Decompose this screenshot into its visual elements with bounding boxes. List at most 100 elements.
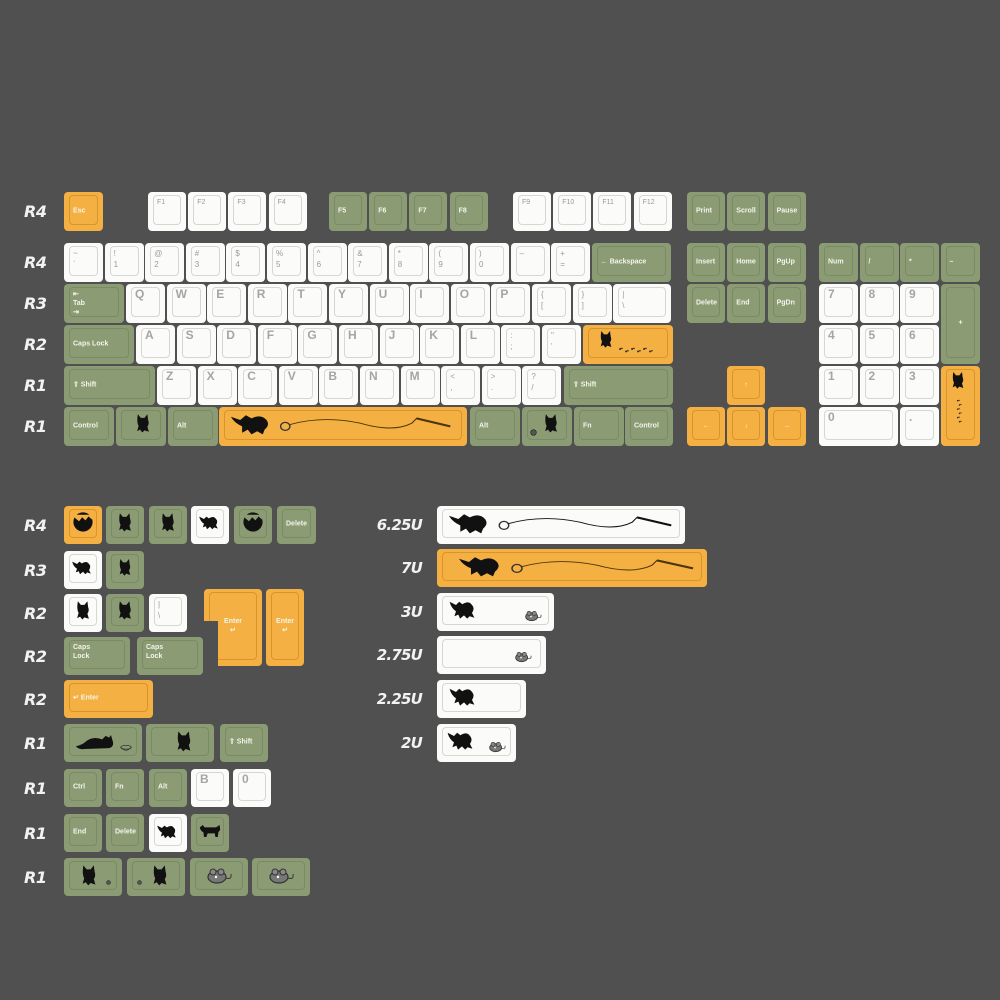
spacebar-2-25u[interactable] bbox=[437, 680, 526, 718]
key-numpad[interactable]: * bbox=[900, 243, 939, 282]
key-pgup[interactable]: PgUp bbox=[767, 243, 806, 282]
key-number[interactable]: ! 1 bbox=[104, 243, 144, 282]
key-novelty[interactable] bbox=[106, 551, 144, 589]
key-f11[interactable]: F11 bbox=[593, 192, 632, 231]
key-backspace[interactable]: ← Backspace bbox=[591, 243, 671, 282]
key-right-control[interactable]: Control bbox=[625, 407, 673, 446]
key-number[interactable]: ^ 6 bbox=[307, 243, 347, 282]
spacebar-3u[interactable] bbox=[437, 593, 554, 631]
key-f1[interactable]: F1 bbox=[148, 192, 186, 231]
key-f3[interactable]: F3 bbox=[228, 192, 267, 231]
key-numpad[interactable]: 7 bbox=[819, 284, 858, 323]
key-arrow-up[interactable]: ↑ bbox=[727, 366, 765, 405]
key-letter[interactable]: A bbox=[136, 325, 175, 364]
key-backslash[interactable]: | \ bbox=[149, 594, 187, 632]
key-f9[interactable]: F9 bbox=[513, 192, 551, 231]
key-right-alt[interactable]: Alt bbox=[470, 407, 520, 446]
key-f2[interactable]: F2 bbox=[188, 192, 227, 231]
key-tall-enter[interactable]: Enter ↵ bbox=[266, 589, 304, 666]
key-fn[interactable]: Fn bbox=[574, 407, 624, 446]
key-letter[interactable]: V bbox=[278, 366, 318, 405]
spacebar-6-25u[interactable] bbox=[437, 506, 685, 544]
key-letter[interactable]: " ' bbox=[542, 325, 581, 364]
key-numpad[interactable]: 8 bbox=[859, 284, 899, 323]
key-letter[interactable]: B bbox=[319, 366, 359, 405]
key-letter[interactable]: L bbox=[460, 325, 500, 364]
key-arrow[interactable]: ↓ bbox=[727, 407, 766, 446]
key-letter[interactable]: N bbox=[360, 366, 399, 405]
key-letter[interactable]: I bbox=[410, 284, 450, 323]
key-letter[interactable]: E bbox=[207, 284, 247, 323]
key-number[interactable]: ( 9 bbox=[429, 243, 469, 282]
key-f6[interactable]: F6 bbox=[369, 192, 408, 231]
key-numpad[interactable]: 3 bbox=[900, 366, 939, 405]
key-novelty[interactable] bbox=[149, 814, 187, 852]
key-numpad[interactable]: 5 bbox=[859, 325, 899, 364]
key-numpad-plus[interactable]: + bbox=[941, 284, 980, 364]
key-number[interactable]: – bbox=[510, 243, 550, 282]
key-scroll[interactable]: Scroll bbox=[727, 192, 766, 231]
key-letter[interactable]: ? / bbox=[522, 366, 562, 405]
key-letter[interactable]: C bbox=[238, 366, 278, 405]
key-numpad[interactable]: – bbox=[940, 243, 980, 282]
key-f4[interactable]: F4 bbox=[268, 192, 307, 231]
key-numpad[interactable]: 4 bbox=[819, 325, 858, 364]
key-pgdn[interactable]: PgDn bbox=[767, 284, 806, 323]
key-novelty[interactable] bbox=[191, 506, 229, 544]
key-caps-lock[interactable]: Caps Lock bbox=[137, 637, 203, 675]
spacebar-2u[interactable] bbox=[437, 724, 516, 762]
key-novelty[interactable] bbox=[127, 858, 185, 896]
key-letter[interactable]: H bbox=[339, 325, 378, 364]
key-numpad[interactable]: Num bbox=[819, 243, 858, 282]
key-letter[interactable]: Q bbox=[126, 284, 165, 323]
key-letter[interactable]: W bbox=[166, 284, 206, 323]
key-f10[interactable]: F10 bbox=[553, 192, 592, 231]
key-novelty[interactable] bbox=[106, 506, 144, 544]
key-novelty[interactable] bbox=[64, 594, 102, 632]
key-letter[interactable]: S bbox=[176, 325, 216, 364]
key-number[interactable]: @ 2 bbox=[145, 243, 185, 282]
key-caps-lock[interactable]: Caps Lock bbox=[64, 637, 130, 675]
key-letter[interactable]: Y bbox=[329, 284, 368, 323]
key-novelty[interactable] bbox=[190, 858, 248, 896]
key-letter[interactable]: B bbox=[191, 769, 229, 807]
key-number[interactable]: * 8 bbox=[388, 243, 428, 282]
key-pause[interactable]: Pause bbox=[767, 192, 806, 231]
key-number[interactable]: & 7 bbox=[348, 243, 388, 282]
key-novelty[interactable] bbox=[191, 814, 229, 852]
key-letter[interactable]: { [ bbox=[532, 284, 571, 323]
key-letter[interactable]: : ; bbox=[501, 325, 541, 364]
key-delete[interactable]: Delete bbox=[106, 814, 144, 852]
key-left-win[interactable] bbox=[116, 407, 166, 446]
key-letter[interactable]: R bbox=[247, 284, 287, 323]
key-numpad[interactable]: 1 bbox=[819, 366, 858, 405]
key-letter[interactable]: D bbox=[217, 325, 257, 364]
key-numpad[interactable]: 9 bbox=[900, 284, 939, 323]
key-home[interactable]: Home bbox=[727, 243, 766, 282]
key-numpad-dot[interactable]: . bbox=[900, 407, 939, 446]
spacebar-7u[interactable] bbox=[437, 549, 707, 587]
key-number[interactable]: 0 bbox=[233, 769, 271, 807]
key-letter[interactable]: M bbox=[400, 366, 440, 405]
key-letter[interactable]: O bbox=[450, 284, 490, 323]
key-ctrl[interactable]: Ctrl bbox=[64, 769, 102, 807]
key-letter[interactable]: G bbox=[298, 325, 338, 364]
key-number[interactable]: $ 4 bbox=[226, 243, 266, 282]
key-end[interactable]: End bbox=[64, 814, 102, 852]
key-number[interactable]: % 5 bbox=[267, 243, 306, 282]
key-novelty[interactable] bbox=[146, 724, 214, 762]
key-end[interactable]: End bbox=[727, 284, 766, 323]
key-esc[interactable]: Esc bbox=[64, 192, 103, 231]
key-letter[interactable]: | \ bbox=[613, 284, 672, 323]
key-number[interactable]: # 3 bbox=[185, 243, 225, 282]
key-novelty[interactable] bbox=[64, 506, 102, 544]
key-numpad[interactable]: 2 bbox=[859, 366, 899, 405]
key-letter[interactable]: J bbox=[379, 325, 419, 364]
key-numpad-0[interactable]: 0 bbox=[819, 407, 898, 446]
key-number[interactable]: + = bbox=[551, 243, 591, 282]
key-left-control[interactable]: Control bbox=[64, 407, 114, 446]
key-delete[interactable]: Delete bbox=[277, 506, 316, 544]
key-numpad[interactable]: / bbox=[859, 243, 899, 282]
key-spacebar[interactable] bbox=[219, 407, 467, 446]
key-letter[interactable]: X bbox=[197, 366, 237, 405]
